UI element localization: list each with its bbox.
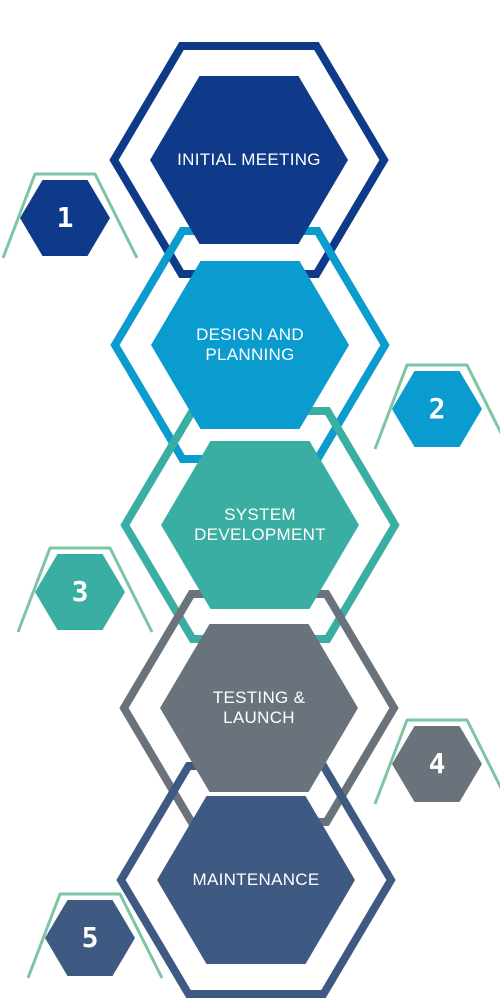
step-2-number-badge <box>392 371 482 447</box>
step-4-number-badge <box>392 726 482 802</box>
step-1-outline-hexagon <box>109 42 389 278</box>
step-2-fill-hexagon <box>151 261 349 429</box>
step-5-badge-accent-line <box>26 892 164 979</box>
step-5-outline-hexagon <box>116 762 396 998</box>
step-1-fill-hexagon <box>150 76 348 244</box>
step-3-badge-accent-line <box>16 546 154 633</box>
step-1-number-badge <box>20 180 110 256</box>
step-3-fill-hexagon <box>161 441 359 609</box>
step-5-fill-hexagon <box>157 796 355 964</box>
step-3-number-badge <box>35 554 125 630</box>
step-4-fill-hexagon <box>160 624 358 792</box>
step-2-outline-hexagon <box>110 227 390 463</box>
step-5-number-badge <box>45 900 135 976</box>
step-1-badge-accent-line <box>1 172 139 259</box>
step-4-badge-accent-line <box>373 718 500 805</box>
step-2-badge-accent-line <box>373 363 500 450</box>
